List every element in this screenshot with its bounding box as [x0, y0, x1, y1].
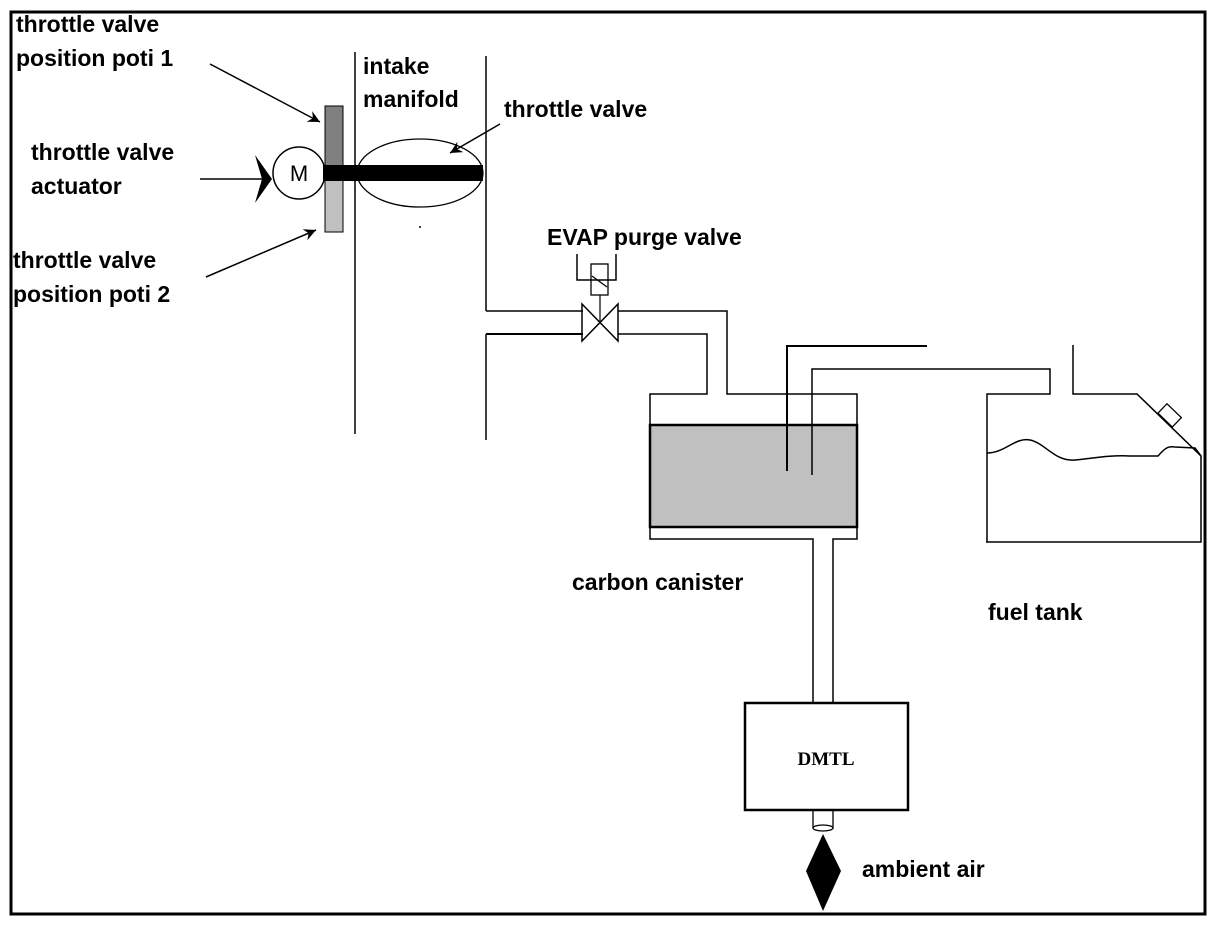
- label-carbon-canister: carbon canister: [572, 569, 743, 595]
- canister-bottom-wall: [649, 527, 814, 702]
- purge-valve-body: [581, 302, 619, 343]
- tank-vent-pipe-inner: [811, 368, 1051, 542]
- arrow-poti-2: [205, 229, 317, 278]
- motor-symbol: M: [290, 161, 308, 186]
- label-poti-2-line1: throttle valve: [13, 247, 156, 273]
- solenoid-coil: [591, 275, 608, 288]
- throttle-shaft: [323, 165, 483, 181]
- label-purge-valve: EVAP purge valve: [547, 224, 742, 250]
- label-intake-line1: intake: [363, 53, 429, 79]
- position-poti-1: [324, 105, 344, 167]
- position-poti-2: [324, 179, 344, 233]
- canister-bottom-wall-right: [832, 527, 858, 702]
- arrow-poti-1: [209, 63, 321, 123]
- dmtl-module: DMTL: [743, 701, 910, 911]
- canister-top-right-wall: [787, 393, 858, 425]
- label-poti-1-line1: throttle valve: [16, 11, 159, 37]
- carbon-canister: [648, 345, 1051, 702]
- ambient-air-arrow-icon: [806, 834, 841, 911]
- fuel-cap-sensor: [1157, 402, 1183, 428]
- fuel-tank: [986, 345, 1202, 543]
- label-intake-line2: manifold: [363, 86, 459, 112]
- label-fuel-tank: fuel tank: [988, 599, 1083, 625]
- label-throttle-valve: throttle valve: [504, 96, 647, 122]
- arrow-throttle-valve: [449, 123, 501, 154]
- label-actuator-line2: actuator: [31, 173, 122, 199]
- throttle-valve: [356, 138, 484, 208]
- fuel-tank-outline: [986, 345, 1202, 543]
- purge-line-group: [486, 254, 787, 425]
- label-ambient-air: ambient air: [862, 856, 985, 882]
- label-poti-2-line2: position poti 2: [13, 281, 170, 307]
- solenoid-bracket: [576, 254, 617, 281]
- diagram-frame: [9, 10, 1207, 916]
- label-poti-1-line2: position poti 1: [16, 45, 173, 71]
- purge-pipe-lower-right: [618, 333, 708, 425]
- throttle-body-group: M: [272, 52, 487, 440]
- fuel-level-surface: [986, 438, 1202, 461]
- label-actuator-line1: throttle valve: [31, 139, 174, 165]
- dmtl-box: [743, 701, 910, 812]
- tank-vent-pipe-outer: [786, 345, 927, 471]
- dmtl-outlet-opening: [812, 824, 834, 832]
- purge-pipe-upper-right: [618, 310, 787, 395]
- canister-charcoal-bed: [648, 423, 859, 529]
- arrow-actuator-head: [255, 155, 272, 203]
- stray-dot: [419, 226, 421, 228]
- dmtl-label: DMTL: [798, 749, 855, 770]
